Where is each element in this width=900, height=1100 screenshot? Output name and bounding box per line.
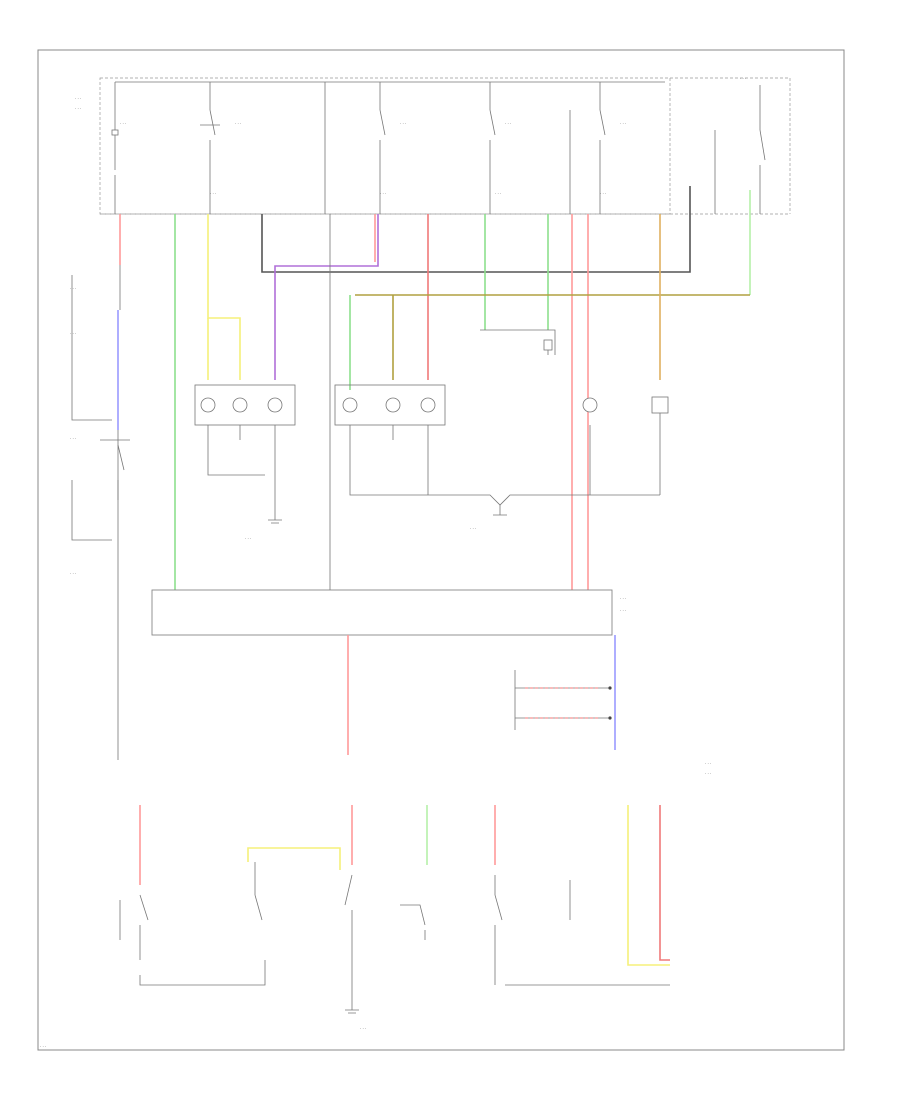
left-vertical-thin — [71, 265, 130, 760]
svg-text:· · ·: · · · — [620, 596, 626, 601]
fuse-box: · · · · · · · · · · · · · · · · · · · · · · ·… — [99, 77, 791, 215]
red-wire-bottom-right — [659, 805, 670, 961]
svg-text:· · ·: · · · — [70, 436, 76, 441]
relay-switch-1 — [111, 110, 119, 214]
bulb-icon — [200, 397, 216, 413]
svg-text:· · ·: · · · — [210, 191, 216, 196]
green-wire-center — [484, 214, 549, 330]
ground-icon — [345, 1000, 359, 1014]
svg-text:· · ·: · · · — [40, 1044, 46, 1049]
svg-text:· · ·: · · · — [620, 121, 626, 126]
control-module — [151, 589, 613, 636]
diagram-border — [37, 49, 845, 1051]
relay-switch-6 — [714, 85, 766, 214]
yellow-wire-bottom-right — [627, 805, 670, 966]
yellow-wire-bottom — [247, 847, 341, 870]
splice-dot-icon — [608, 716, 612, 720]
module-switch-links — [514, 670, 610, 730]
bottom-switches — [119, 862, 571, 1014]
svg-text:· · ·: · · · — [495, 191, 501, 196]
bulb-icon — [232, 397, 248, 413]
svg-text:· · ·: · · · — [70, 286, 76, 291]
lamp-group-center: · · · — [334, 384, 660, 531]
svg-text:· · ·: · · · — [400, 121, 406, 126]
bulb-icon — [582, 397, 598, 413]
ground-icon — [268, 500, 282, 524]
svg-text:· · ·: · · · — [70, 571, 76, 576]
bulb-icon — [267, 397, 283, 413]
relay-switch-3 — [324, 109, 386, 214]
svg-text:· · ·: · · · — [740, 76, 746, 81]
dark-bus-wire — [261, 186, 691, 273]
splice-dot-icon — [608, 686, 612, 690]
svg-text:· · ·: · · · — [505, 121, 511, 126]
svg-text:· · ·: · · · — [470, 526, 476, 531]
svg-text:· · ·: · · · — [620, 608, 626, 613]
bulb-icon — [420, 397, 436, 413]
svg-text:· · ·: · · · — [600, 191, 606, 196]
svg-text:· · ·: · · · — [75, 106, 81, 111]
svg-text:· · ·: · · · — [75, 96, 81, 101]
bulb-icon — [342, 397, 358, 413]
left-switch — [117, 444, 125, 500]
lamp-group-right — [582, 396, 669, 495]
svg-text:· · ·: · · · — [235, 121, 241, 126]
relay-switch-5 — [569, 109, 606, 214]
svg-text:· · ·: · · · — [70, 331, 76, 336]
violet-wire — [274, 214, 379, 380]
svg-text:· · ·: · · · — [360, 1026, 366, 1031]
svg-text:· · ·: · · · — [705, 771, 711, 776]
bulb-icon — [385, 397, 401, 413]
connector-box — [480, 329, 556, 355]
svg-text:· · ·: · · · — [705, 761, 711, 766]
svg-text:· · ·: · · · — [120, 121, 126, 126]
ground-icon — [493, 505, 507, 516]
svg-text:· · ·: · · · — [380, 191, 386, 196]
relay-switch-2 — [200, 109, 220, 214]
yellow-wire — [207, 214, 241, 380]
svg-text:· · ·: · · · — [245, 536, 251, 541]
lamp-group-left: · · · — [194, 384, 296, 541]
relay-switch-4 — [489, 109, 496, 214]
